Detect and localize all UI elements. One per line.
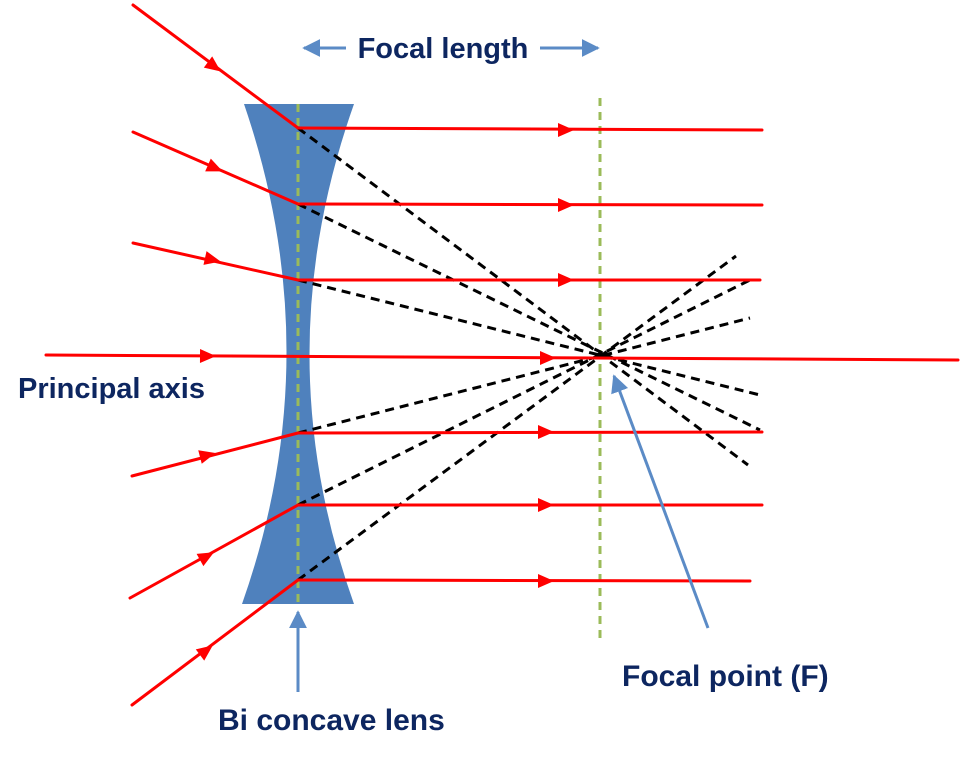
incident-ray [128,503,300,600]
ray-arrowhead [540,351,556,365]
construction-line [297,254,737,582]
principal-axis-label: Principal axis [18,373,205,405]
bi-concave-lens [242,104,354,604]
emergent-ray [296,202,764,207]
ray-arrowhead [558,198,574,212]
ray-arrowhead [198,450,216,464]
emergent-ray [296,126,764,132]
focal-length-label: Focal length [358,33,529,65]
ray-arrowhead [558,273,574,287]
emergent-ray [296,578,752,583]
focal-point-pointer [611,374,710,629]
ray-arrowhead [199,349,216,363]
ray-arrowhead [205,158,223,172]
ray-arrowhead [196,552,214,567]
construction-lines [297,126,761,582]
ray-arrowhead [538,574,554,588]
focal-point-label: Focal point (F) [622,660,829,693]
construction-line [297,316,751,435]
construction-line [297,202,761,432]
ray-arrowhead [203,251,221,265]
principal-axis-line [44,353,960,362]
construction-line [297,278,751,507]
ray-arrowheads [195,56,574,661]
incident-ray [130,578,300,707]
ray-arrowhead [195,645,213,661]
light-rays [44,3,960,707]
lens-label: Bi concave lens [218,704,445,737]
construction-line [297,278,761,397]
ray-arrowhead [538,425,554,439]
ray-arrowhead [558,123,574,137]
ray-arrowhead [538,498,554,512]
incident-ray [130,431,300,478]
construction-line [297,126,749,467]
ray-arrowhead [203,56,221,72]
emergent-ray [296,430,764,435]
